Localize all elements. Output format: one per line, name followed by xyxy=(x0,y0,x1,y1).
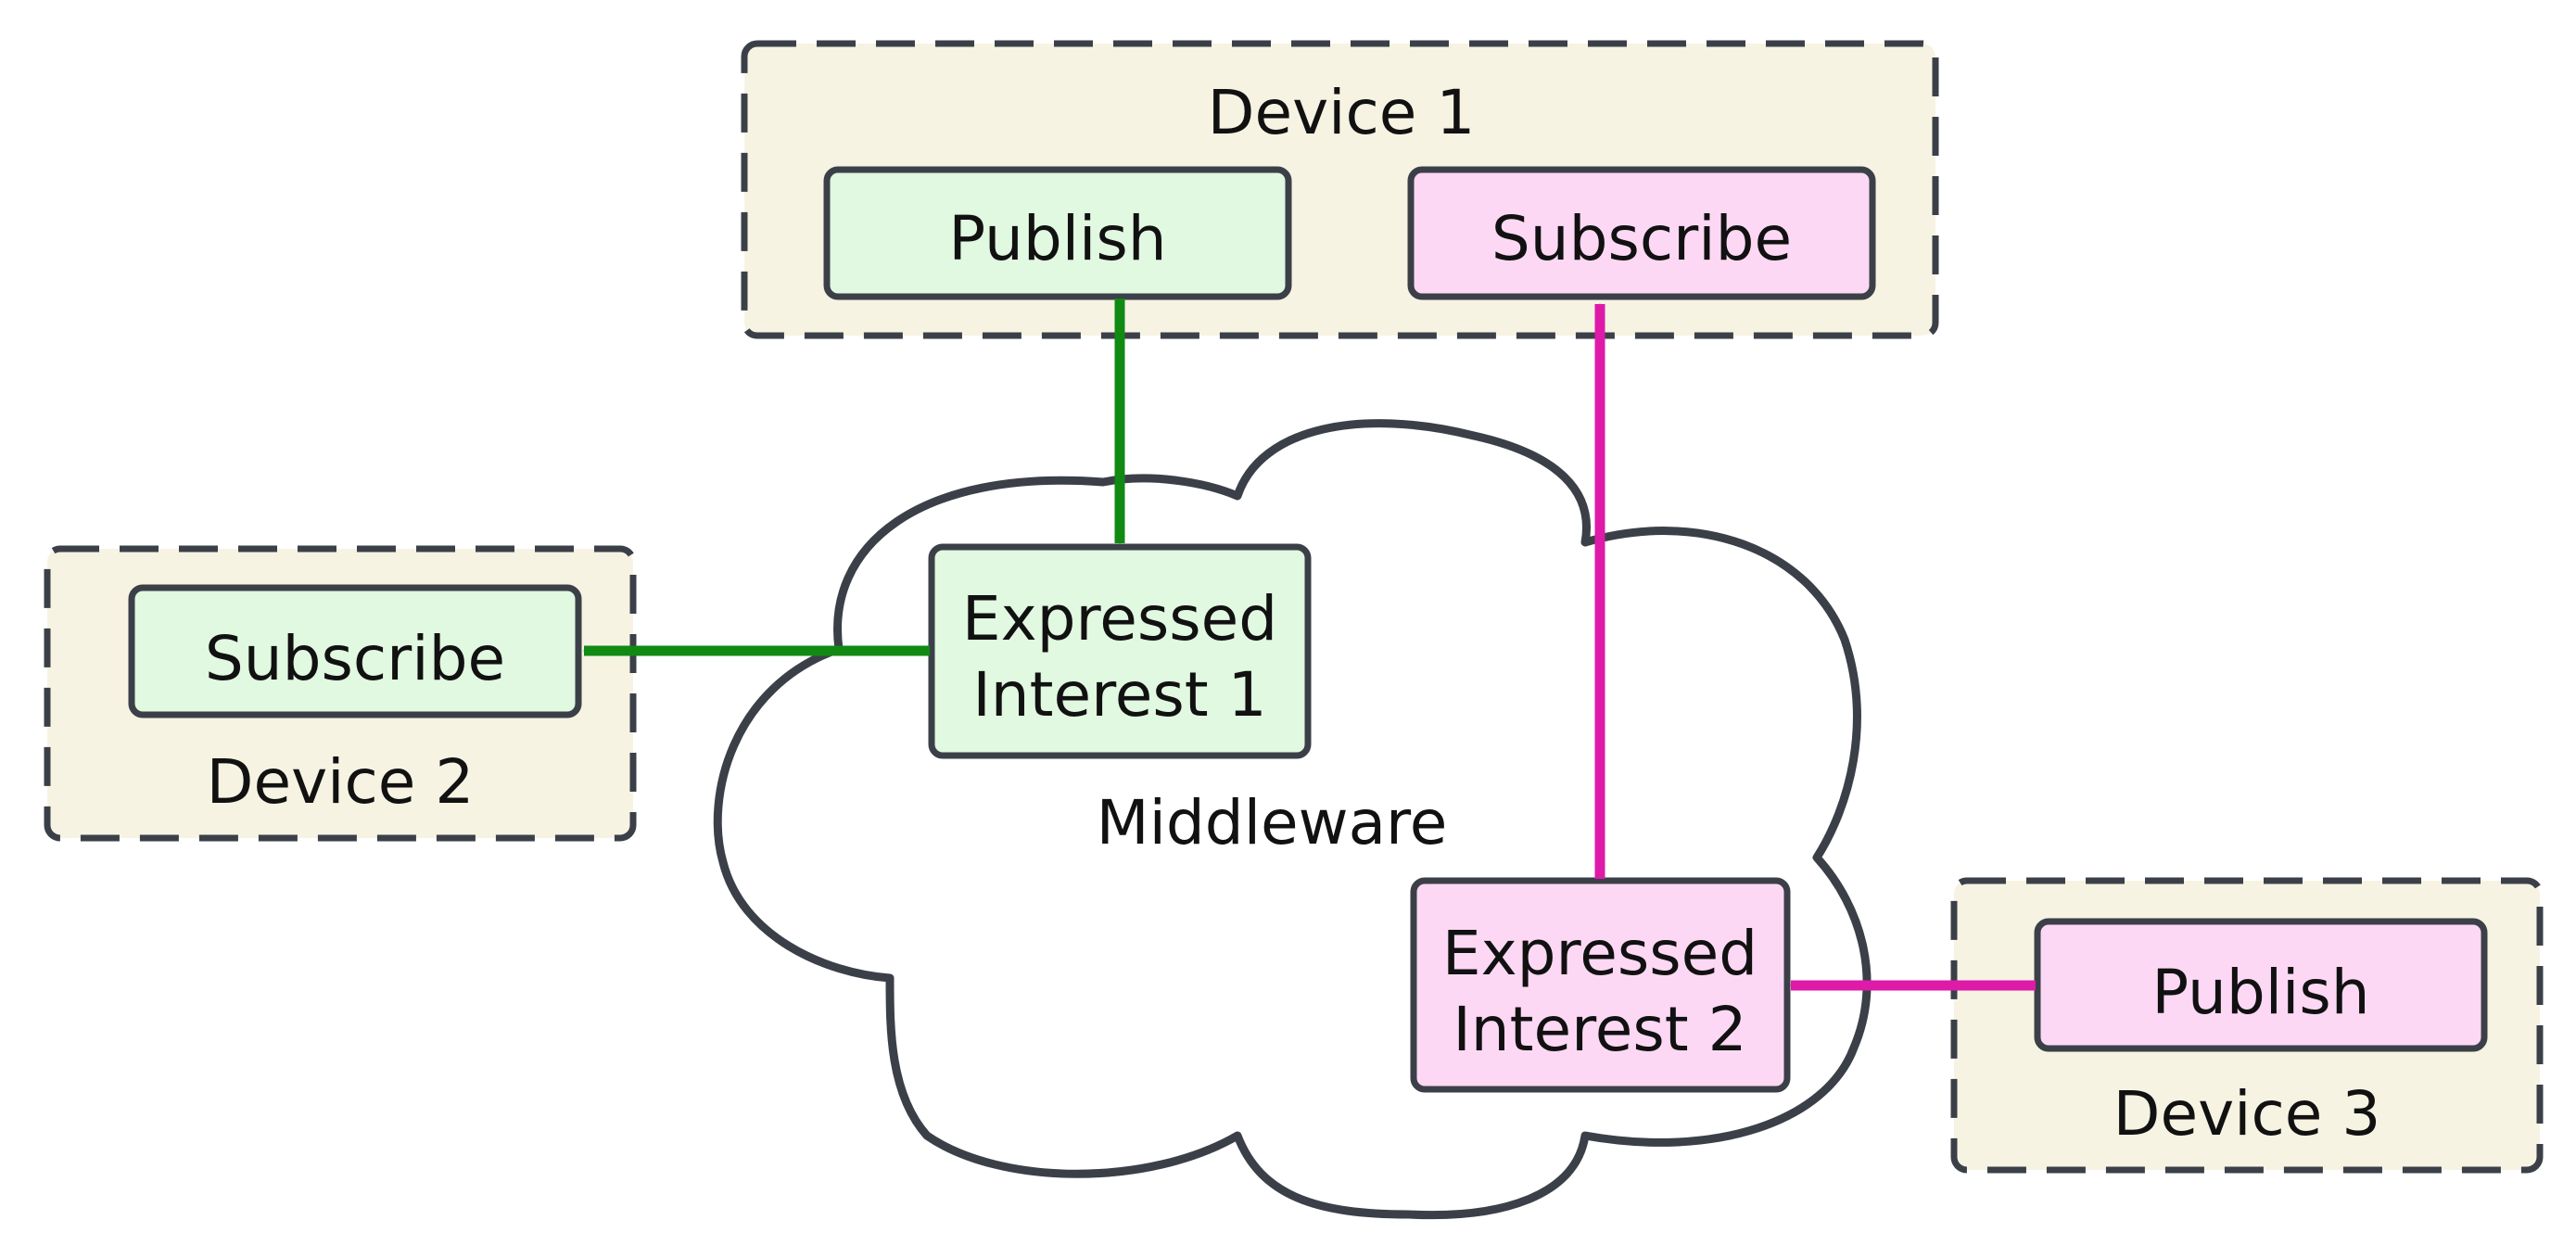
device-3-label: Device 3 xyxy=(2113,1078,2381,1150)
device-1-label: Device 1 xyxy=(1208,77,1476,148)
device-3-publish-box xyxy=(2034,918,2488,1052)
device-3: Publish Device 3 xyxy=(1950,877,2544,1174)
device-2-subscribe-box xyxy=(128,584,582,718)
expressed-interest-2-line1: Expressed xyxy=(1442,918,1758,989)
device-1-publish-box xyxy=(823,166,1292,300)
device-3-publish-label: Publish xyxy=(2151,957,2369,1028)
expressed-interest-2-box xyxy=(1410,877,1791,1093)
expressed-interest-1: Expressed Interest 1 xyxy=(928,543,1312,759)
expressed-interest-1-line2: Interest 1 xyxy=(972,659,1266,731)
expressed-interest-2: Expressed Interest 2 xyxy=(1410,877,1791,1093)
middleware-label: Middleware xyxy=(1097,787,1448,858)
device-1-subscribe-box xyxy=(1407,166,1876,300)
device-2-label: Device 2 xyxy=(207,746,475,818)
expressed-interest-1-line1: Expressed xyxy=(962,583,1277,654)
device-1-subscribe-label: Subscribe xyxy=(1491,203,1792,274)
device-2-subscribe-label: Subscribe xyxy=(205,623,505,694)
device-1: Device 1 Publish Subscribe xyxy=(741,40,1939,339)
expressed-interest-1-box xyxy=(928,543,1312,759)
device-1-publish-label: Publish xyxy=(948,203,1166,274)
expressed-interest-2-line2: Interest 2 xyxy=(1453,994,1746,1065)
device-2: Subscribe Device 2 xyxy=(44,545,637,842)
